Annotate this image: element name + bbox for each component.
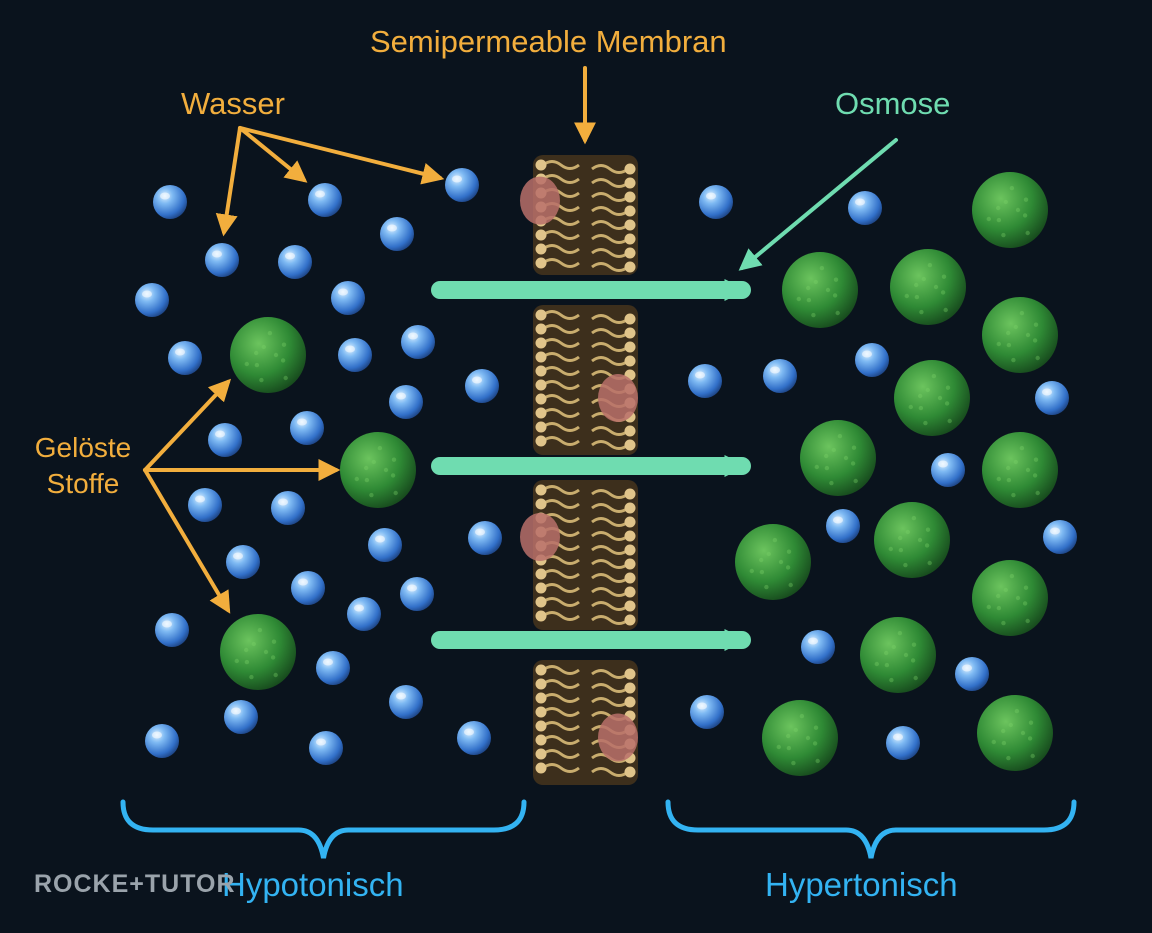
bracket-icon: [120, 799, 527, 859]
brand-watermark: ROCKE+TUTOR: [34, 870, 236, 898]
water-molecule: [445, 168, 479, 202]
solute-particle: [977, 695, 1053, 771]
solute-particle: [874, 502, 950, 578]
bracket-icon: [665, 799, 1077, 859]
water-molecule: [826, 509, 860, 543]
solute-particle: [972, 560, 1048, 636]
water-molecule: [465, 369, 499, 403]
water-molecule: [389, 385, 423, 419]
water-molecule: [188, 488, 222, 522]
water-molecule: [153, 185, 187, 219]
solute-particle: [762, 700, 838, 776]
lipid-bilayer-segment: [533, 660, 638, 785]
water-molecule: [457, 721, 491, 755]
water-molecule: [290, 411, 324, 445]
solute-particle: [220, 614, 296, 690]
solute-particle: [340, 432, 416, 508]
water-molecule: [955, 657, 989, 691]
water-molecule: [205, 243, 239, 277]
water-molecule: [468, 521, 502, 555]
solute-particle: [230, 317, 306, 393]
water-molecule: [168, 341, 202, 375]
pointer-arrow-icon: [238, 126, 445, 185]
solute-particles: [220, 172, 1058, 776]
water-molecule: [224, 700, 258, 734]
water-molecule: [338, 338, 372, 372]
solute-particle: [800, 420, 876, 496]
water-molecule: [308, 183, 342, 217]
water-molecule: [271, 491, 305, 525]
water-molecule: [763, 359, 797, 393]
water-molecule: [316, 651, 350, 685]
membrane: [520, 155, 638, 785]
solute-particle: [860, 617, 936, 693]
pointer-arrow-icon: [238, 126, 308, 183]
water-molecule: [145, 724, 179, 758]
solute-particle: [735, 524, 811, 600]
water-molecule: [401, 325, 435, 359]
water-molecule: [400, 577, 434, 611]
water-molecule: [855, 343, 889, 377]
water-molecule: [155, 613, 189, 647]
label-pointers: [143, 66, 898, 614]
lipid-bilayer-segment: [520, 480, 638, 630]
pointer-arrow-icon: [143, 378, 232, 472]
water-molecule: [226, 545, 260, 579]
solute-particle: [894, 360, 970, 436]
solutes-label-line2: Stoffe: [46, 468, 120, 499]
water-molecule: [848, 191, 882, 225]
solute-particle: [782, 252, 858, 328]
hypotonic-label: Hypotonisch: [222, 866, 404, 903]
water-molecule: [380, 217, 414, 251]
water-molecule: [208, 423, 242, 457]
water-molecule: [368, 528, 402, 562]
osmosis-label: Osmose: [835, 86, 951, 121]
solutes-label: Gelöste Stoffe: [22, 430, 144, 502]
pointer-arrow-icon: [738, 138, 898, 271]
lipid-bilayer-segment: [533, 305, 638, 455]
solute-particle: [982, 432, 1058, 508]
solute-particle: [890, 249, 966, 325]
compartment-brackets: [120, 799, 1077, 859]
water-molecule: [699, 185, 733, 219]
water-molecule: [801, 630, 835, 664]
water-molecule: [309, 731, 343, 765]
hypertonic-label: Hypertonisch: [765, 866, 958, 903]
water-label: Wasser: [181, 86, 285, 121]
water-molecule: [1043, 520, 1077, 554]
water-molecule: [291, 571, 325, 605]
water-molecule: [278, 245, 312, 279]
water-molecule: [347, 597, 381, 631]
water-molecule: [931, 453, 965, 487]
pointer-arrow-icon: [215, 126, 242, 237]
membrane-label: Semipermeable Membran: [370, 24, 727, 59]
water-molecule: [690, 695, 724, 729]
water-molecule: [688, 364, 722, 398]
solute-particle: [982, 297, 1058, 373]
pointer-arrow-icon: [143, 468, 231, 614]
lipid-bilayer-segment: [520, 155, 638, 275]
water-molecules: [135, 168, 1077, 765]
solute-particle: [972, 172, 1048, 248]
water-molecule: [389, 685, 423, 719]
osmosis-flow-arrows: [431, 279, 751, 651]
water-molecule: [331, 281, 365, 315]
water-molecule: [1035, 381, 1069, 415]
water-molecule: [135, 283, 169, 317]
solutes-label-line1: Gelöste: [34, 432, 132, 463]
water-molecule: [886, 726, 920, 760]
